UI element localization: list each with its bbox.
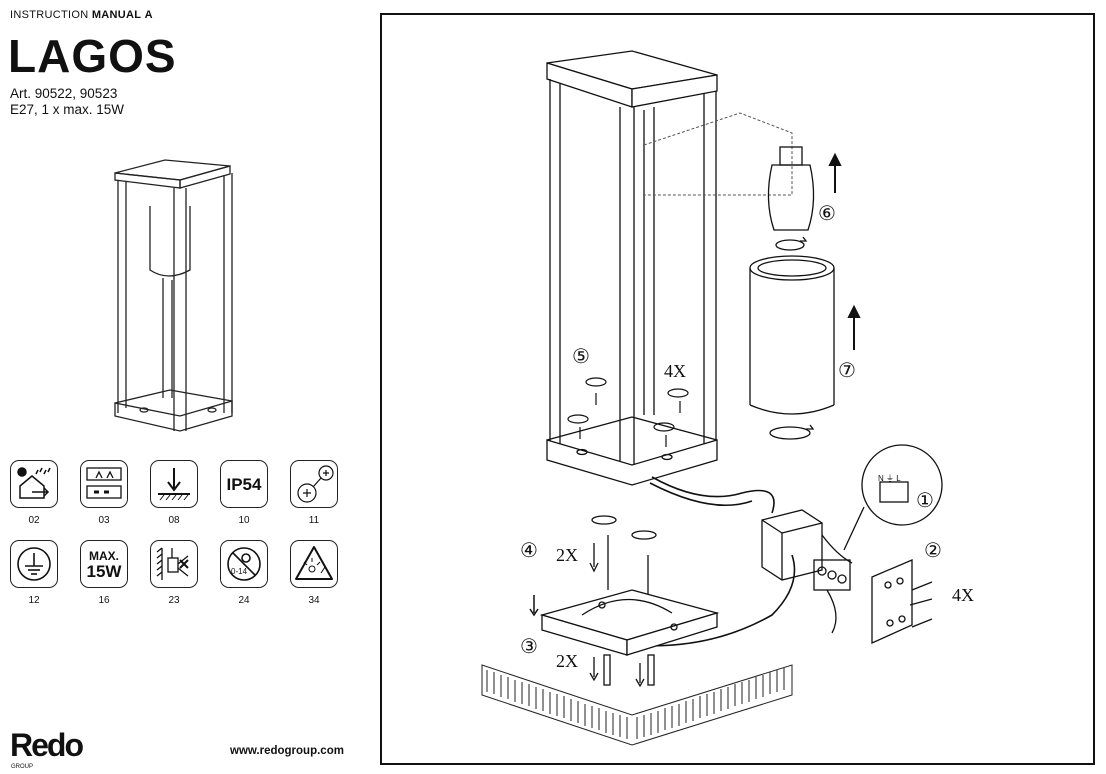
no-children-icon: 0-14 [220,540,268,588]
symbol-code-08: 08 [168,515,180,526]
ip-rating-icon: IP54 [220,460,268,508]
ip-rating-label: IP54 [226,474,262,494]
lantern-frame [546,50,718,486]
step-6-arrow [828,152,842,193]
qty-2x-screws: 2X [556,545,578,565]
symbol-code-34: 34 [308,595,320,606]
step-1-label: ① [916,490,934,512]
product-title: LAGOS [8,30,177,82]
product-spec: Art. 90522, 90523 E27, 1 x max. 15W [10,86,124,118]
product-thumbnail [114,159,233,432]
max-wattage-icon: MAX. 15W [80,540,128,588]
ground-spike-icon [290,460,338,508]
symbol-code-10: 10 [238,515,250,526]
step-2-label: ② [924,540,942,562]
max-label: MAX. [89,549,119,563]
assembly-diagram-panel: ⑥ ⑦ ⑤ 4X [380,13,1095,765]
age-range-label: 0-14 [231,567,248,576]
bulb-illustration [767,146,815,231]
outdoor-rain-icon [10,460,58,508]
redo-logo: Redo GROUP [10,727,85,770]
article-numbers: Art. 90522, 90523 [10,86,118,101]
symbol-code-23: 23 [168,595,180,606]
qty-4x-screws-right: 4X [952,585,974,605]
bulb-spec: E27, 1 x max. 15W [10,102,125,117]
symbol-code-16: 16 [98,595,110,606]
terminal-connectors [813,534,853,634]
website-url: www.redogroup.com [230,745,344,757]
wattage-label: 15W [86,562,122,581]
step-6-label: ⑥ [818,203,836,225]
wall-plate [871,559,933,645]
wall-plugs [589,654,655,688]
bulb-guide-lines [643,112,793,196]
bulb-rotation-arrow [775,236,808,251]
logo-subtext: GROUP [11,764,33,770]
glass-diffuser [749,255,835,415]
terminal-detail-callout [843,444,943,551]
base-down-arrow [529,595,539,617]
qty-2x-wall-plugs: 2X [556,651,578,671]
step-3-label: ③ [520,636,538,658]
symbol-code-24: 24 [238,595,250,606]
step-4-label: ④ [520,540,538,562]
junction-box [761,509,823,581]
document-header: INSTRUCTION MANUAL A [10,9,153,21]
floor-mount-icon [150,460,198,508]
symbol-code-12: 12 [28,595,40,606]
base-screws [567,377,689,447]
ground-surface [481,664,793,746]
sidebar: INSTRUCTION MANUAL A LAGOS Art. 90522, 9… [0,0,370,774]
logo-wordmark: Redo [10,727,83,763]
step-7-arrow [847,304,861,350]
wall-distance-icon [150,540,198,588]
hot-surface-warning-icon [290,540,338,588]
header-prefix: INSTRUCTION [10,9,89,21]
step-7-label: ⑦ [838,360,856,382]
assembly-diagram: ⑥ ⑦ ⑤ 4X [481,50,974,746]
mounting-surface-icon [80,460,128,508]
step-4-screws [589,515,657,595]
header-manual: MANUAL [91,9,142,21]
step-5-label: ⑤ [572,346,590,368]
max-wattage-text: MAX. 15W [86,549,122,581]
earth-ground-icon [10,540,58,588]
qty-4x-screws-top: 4X [664,361,686,381]
header-version: A [144,9,153,21]
symbol-code-11: 11 [308,515,320,526]
mounting-base [539,589,720,656]
symbol-code-02: 02 [28,515,40,526]
diffuser-rotation-arrow [769,424,815,440]
terminal-labels: N ⏚ L [878,474,901,483]
symbol-code-03: 03 [98,515,110,526]
